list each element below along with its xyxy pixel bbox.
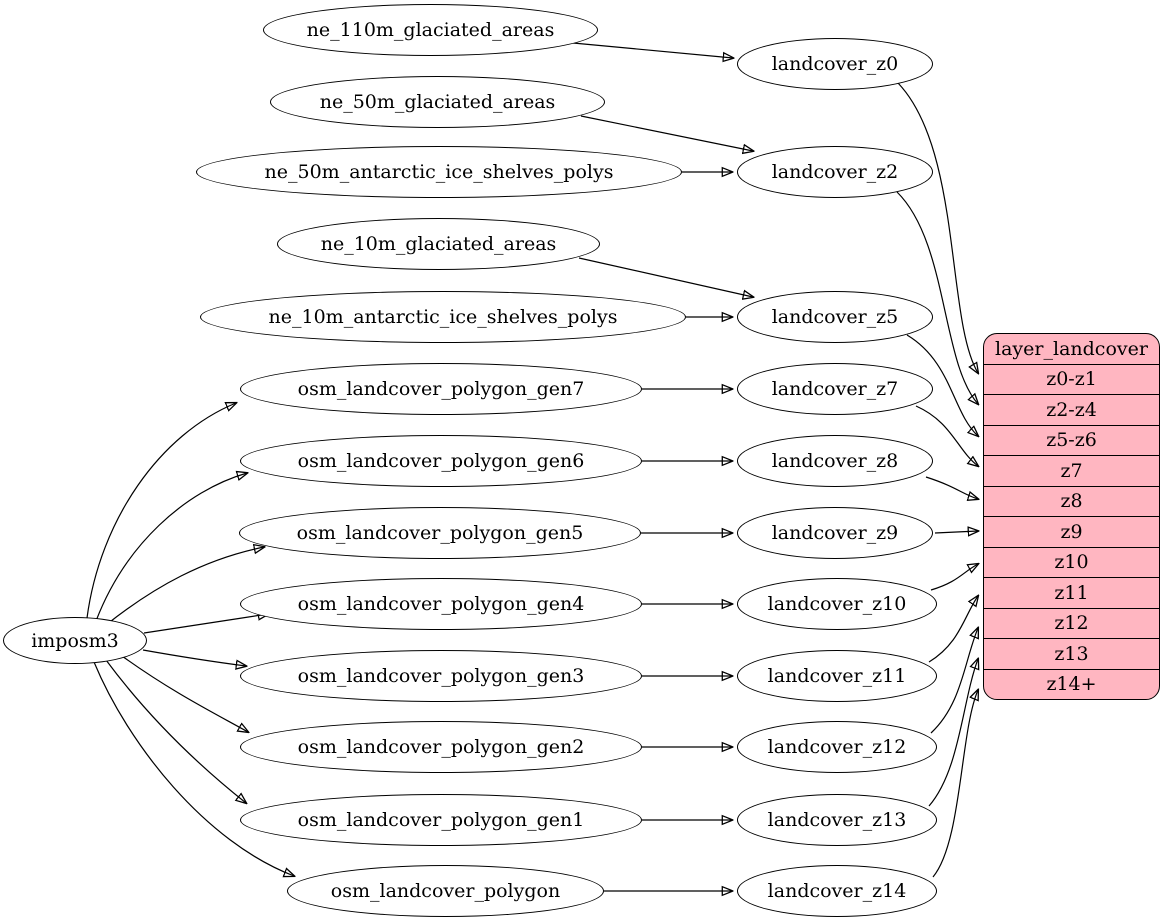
edge-landcover_z8-to-layer_landcover-z8 [925, 476, 978, 499]
node-osm_landcover_polygon_gen3: osm_landcover_polygon_gen3 [240, 650, 642, 702]
record-row-z10: z10 [984, 546, 1159, 578]
record-row-z13: z13 [984, 638, 1159, 669]
edge-landcover_z12-to-layer_landcover-z12 [930, 628, 978, 734]
record-row-z12: z12 [984, 607, 1159, 639]
edge-landcover_z10-to-layer_landcover-z10 [930, 564, 978, 591]
edge-landcover_z5-to-layer_landcover-z5-z6 [906, 334, 978, 436]
record-title: layer_landcover [995, 337, 1148, 360]
node-ne_10m_antarctic_ice_shelves_polys: ne_10m_antarctic_ice_shelves_polys [200, 291, 686, 343]
edge-landcover_z14-to-layer_landcover-z14plus [932, 690, 978, 878]
record-row-z9: z9 [984, 516, 1159, 547]
node-landcover_z9: landcover_z9 [737, 507, 933, 559]
node-ne_50m_antarctic_ice_shelves_polys: ne_50m_antarctic_ice_shelves_polys [196, 146, 682, 198]
node-osm_landcover_polygon_gen4: osm_landcover_polygon_gen4 [240, 578, 642, 630]
node-imposm3: imposm3 [3, 617, 147, 664]
node-landcover_z13: landcover_z13 [737, 794, 937, 846]
node-ne_50m_glaciated_areas: ne_50m_glaciated_areas [270, 76, 605, 128]
record-row-z5-z6: z5-z6 [984, 424, 1159, 456]
edge-imposm3-to-osm_landcover_polygon_gen7 [86, 403, 236, 619]
record-row-z8: z8 [984, 485, 1159, 517]
node-osm_landcover_polygon_gen7: osm_landcover_polygon_gen7 [240, 363, 642, 415]
edge-imposm3-to-osm_landcover_polygon_gen6 [95, 473, 247, 622]
node-ne_10m_glaciated_areas: ne_10m_glaciated_areas [277, 218, 600, 270]
edge-landcover_z13-to-layer_landcover-z13 [928, 659, 978, 807]
node-landcover_z7: landcover_z7 [737, 363, 933, 415]
node-osm_landcover_polygon_gen1: osm_landcover_polygon_gen1 [240, 794, 642, 846]
node-landcover_z8: landcover_z8 [737, 435, 933, 487]
edge-imposm3-to-osm_landcover_polygon_gen2 [121, 655, 248, 732]
record-row-z7: z7 [984, 455, 1159, 486]
node-osm_landcover_polygon_gen5: osm_landcover_polygon_gen5 [239, 507, 641, 559]
node-osm_landcover_polygon_gen6: osm_landcover_polygon_gen6 [240, 435, 642, 487]
node-osm_landcover_polygon: osm_landcover_polygon [287, 865, 604, 917]
node-landcover_z5: landcover_z5 [737, 291, 933, 343]
edge-landcover_z11-to-layer_landcover-z11 [928, 596, 978, 663]
edge-landcover_z9-to-layer_landcover-z9 [934, 531, 978, 533]
edge-landcover_z7-to-layer_landcover-z7 [915, 405, 978, 466]
edge-landcover_z2-to-layer_landcover-z2-z4 [896, 191, 978, 404]
node-layer_landcover: layer_landcover z0-z1 z2-z4 z5-z6 z7 z8 … [983, 333, 1160, 700]
node-landcover_z14: landcover_z14 [737, 865, 937, 917]
record-row-z0-z1: z0-z1 [984, 363, 1159, 395]
edge-ne_50m_glaciated_areas-to-landcover_z2 [580, 115, 753, 151]
record-row-z2-z4: z2-z4 [984, 394, 1159, 425]
edge-imposm3-to-osm_landcover_polygon_gen1 [105, 659, 246, 803]
node-landcover_z2: landcover_z2 [737, 146, 933, 198]
edge-ne_10m_glaciated_areas-to-landcover_z5 [578, 257, 753, 297]
record-row-z14plus: z14+ [984, 668, 1159, 700]
node-landcover_z0: landcover_z0 [737, 38, 933, 90]
edge-landcover_z0-to-layer_landcover-z0-z1 [897, 82, 978, 373]
edge-imposm3-to-osm_landcover_polygon_gen5 [105, 547, 264, 626]
node-landcover_z12: landcover_z12 [737, 721, 937, 773]
node-ne_110m_glaciated_areas: ne_110m_glaciated_areas [263, 4, 598, 56]
edge-imposm3-to-osm_landcover_polygon_gen4 [143, 614, 268, 634]
node-landcover_z10: landcover_z10 [737, 578, 937, 630]
record-row-z11: z11 [984, 577, 1159, 608]
edge-imposm3-to-osm_landcover_polygon_gen3 [142, 649, 246, 666]
edge-imposm3-to-osm_landcover_polygon [93, 661, 294, 876]
node-osm_landcover_polygon_gen2: osm_landcover_polygon_gen2 [240, 721, 642, 773]
edge-ne_110m_glaciated_areas-to-landcover_z0 [572, 42, 733, 58]
node-landcover_z11: landcover_z11 [737, 650, 937, 702]
